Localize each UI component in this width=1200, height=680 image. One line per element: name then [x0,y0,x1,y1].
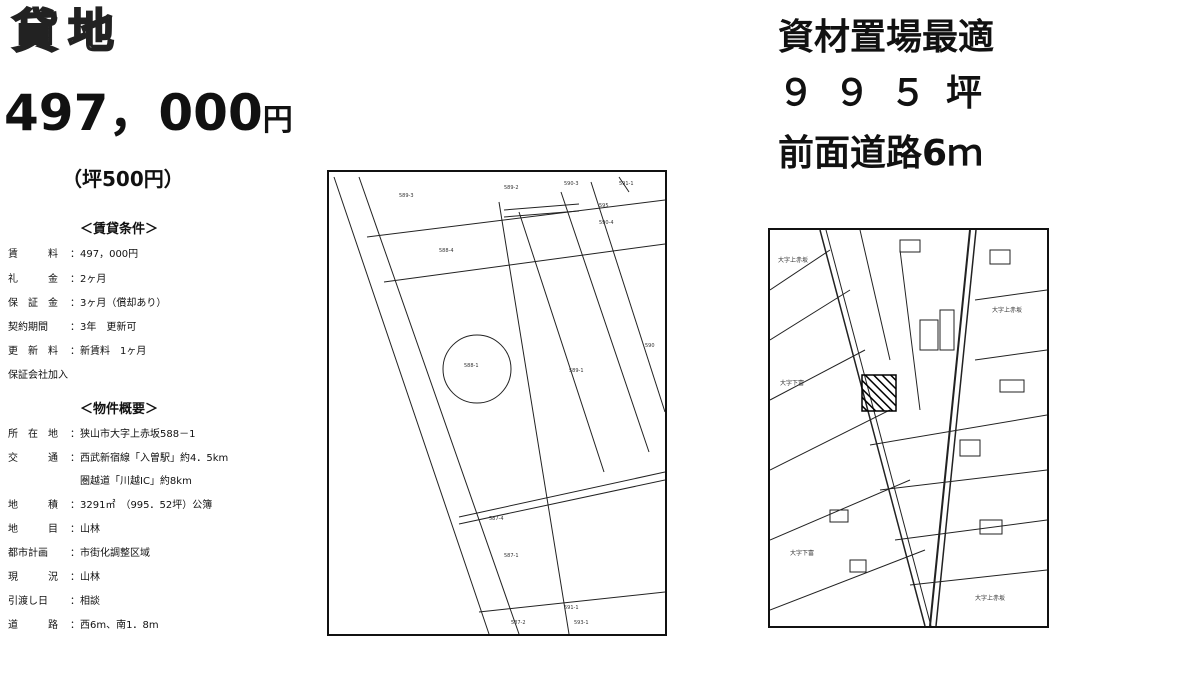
subject-lot-marker [861,374,897,412]
lot-label: 589-3 [399,193,414,199]
condition-row: 保 証 金：3ヶ月（償却あり） [8,298,167,309]
plot-map-drawing: 589-3 589-2 590-3 591-1 595 590-4 588-4 … [333,176,665,634]
district-label: 大字下富 [790,549,814,557]
overview-heading: ＜物件概要＞ [80,402,159,417]
overview-row: 地 積：3291㎡ （995．52坪）公簿 [8,500,213,511]
price-amount: 497，000 [4,84,263,142]
lot-label: 587-1 [504,553,519,559]
condition-row: 更 新 料：新賃料 1ヶ月 [8,346,147,357]
lot-label: 590-4 [599,220,614,226]
district-label: 大字上赤坂 [975,594,1005,602]
rent-price: 497，000円 [4,88,293,138]
lot-label: 591-1 [564,605,579,611]
district-label: 大字上赤坂 [778,256,808,264]
overview-row: 交 通：西武新宿線「入曽駅」約4．5km [8,453,229,464]
overview-row: 地 目：山林 [8,524,100,535]
lot-label: 588-1 [464,363,479,369]
condition-row: 契約期間：3年 更新可 [8,322,137,333]
guarantee-note: 保証会社加入 [8,370,68,381]
overview-row: 所 在 地：狭山市大字上赤坂588－1 [8,429,196,440]
headline-area: ９９５坪 [778,73,1003,114]
overview-row: 圏越道「川越IC」約8km [70,476,192,487]
lot-label: 593-1 [574,620,589,626]
lot-label: 589-1 [569,368,584,374]
headline-usage: 資材置場最適 [778,17,995,58]
headline-road: 前面道路6ｍ [778,133,984,174]
lot-label: 588-4 [439,248,454,254]
district-label: 大字下富 [780,379,804,387]
lot-label: 589-2 [504,185,519,191]
lot-label: 590 [645,343,655,349]
area-map: 大字上赤坂 大字上赤坂 大字下富 大字下富 大字上赤坂 [768,228,1049,628]
district-label: 大字上赤坂 [992,306,1022,314]
price-unit: 円 [262,103,293,138]
conditions-heading: ＜賃貸条件＞ [80,222,159,237]
price-per-tsubo: （坪500円） [62,167,184,191]
lot-label: 590-3 [564,181,579,187]
lot-label: 591-1 [619,181,634,187]
page-title: 貸地 [11,4,124,58]
condition-row: 礼 金：2ヶ月 [8,274,107,285]
plot-map: 589-3 589-2 590-3 591-1 595 590-4 588-4 … [327,170,667,636]
overview-row: 引渡し日：相談 [8,596,100,607]
overview-row: 都市計画：市街化調整区域 [8,548,150,559]
overview-row: 現 況：山林 [8,572,100,583]
lot-label: 595 [599,203,609,209]
area-map-drawing: 大字上赤坂 大字上赤坂 大字下富 大字下富 大字上赤坂 [770,230,1047,626]
lot-label: 587-4 [489,516,504,522]
condition-row: 賃 料：497，000円 [8,249,139,260]
lot-label: 587-2 [511,620,526,626]
overview-row: 道 路：西6m、南1．8m [8,620,159,631]
